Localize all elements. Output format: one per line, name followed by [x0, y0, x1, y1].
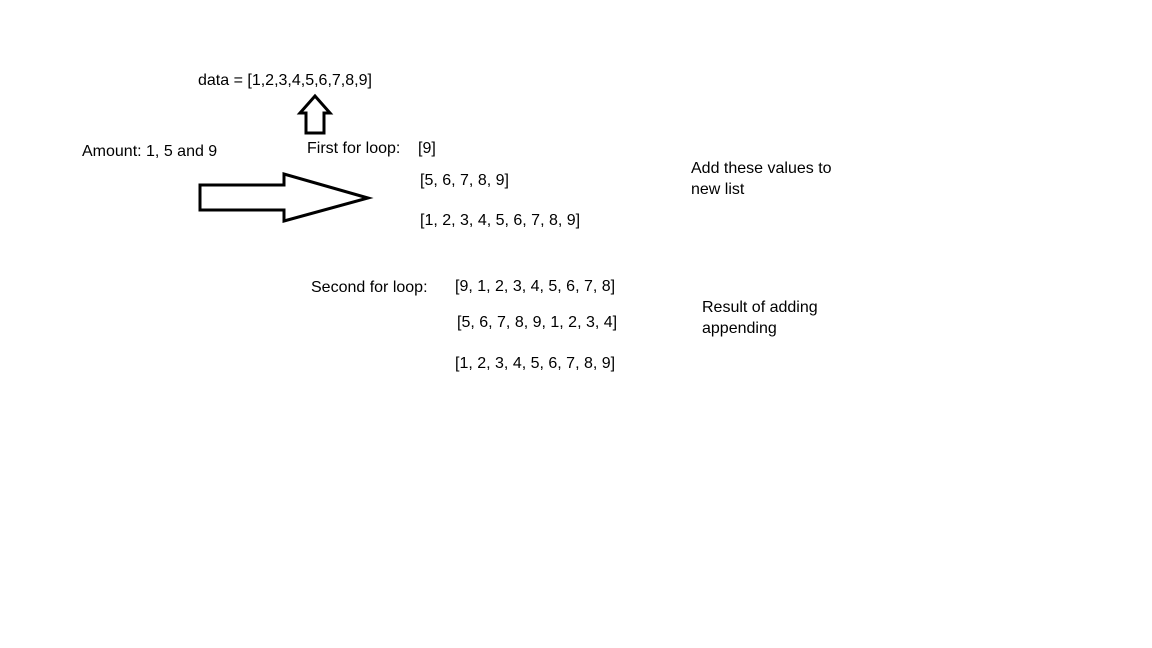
data-list-text: data = [1,2,3,4,5,6,7,8,9] [198, 72, 372, 89]
add-values-note: Add these values to new list [691, 160, 832, 198]
amount-label: Amount: 1, 5 and 9 [82, 143, 218, 160]
second-loop-value: [5, 6, 7, 8, 9, 1, 2, 3, 4] [457, 314, 618, 331]
first-loop-label: First for loop: [307, 140, 401, 157]
first-loop-value: [9] [418, 140, 436, 157]
result-note: Result of adding appending [702, 299, 818, 337]
first-loop-value: [5, 6, 7, 8, 9] [420, 172, 509, 189]
second-loop-value: [9, 1, 2, 3, 4, 5, 6, 7, 8] [455, 278, 616, 295]
second-loop-label: Second for loop: [311, 279, 428, 296]
first-loop-value: [1, 2, 3, 4, 5, 6, 7, 8, 9] [420, 212, 581, 229]
second-loop-value: [1, 2, 3, 4, 5, 6, 7, 8, 9] [455, 355, 616, 372]
